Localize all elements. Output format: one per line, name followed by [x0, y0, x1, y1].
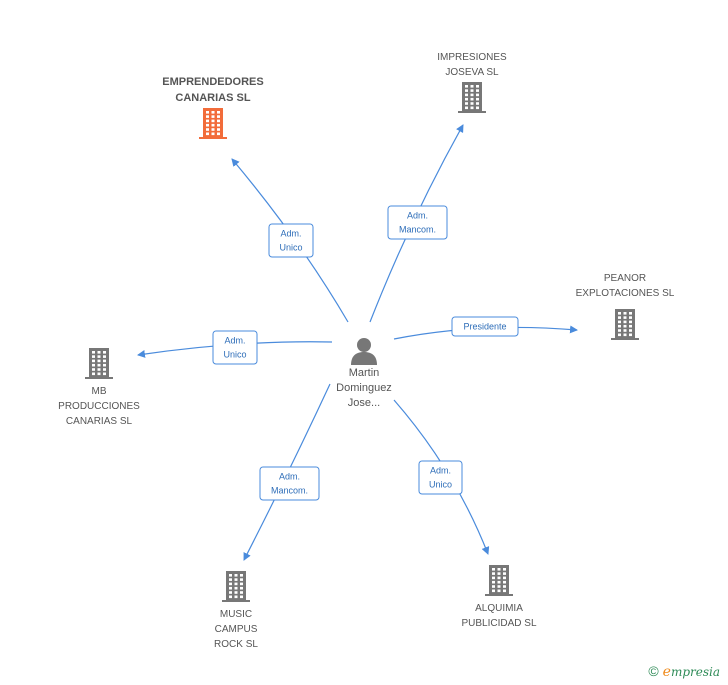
relation-label-text: Adm. [280, 229, 301, 239]
building-icon [611, 309, 639, 340]
relation-label-text: Unico [279, 243, 302, 253]
company-name: ALQUIMIA PUBLICIDAD SL [461, 603, 537, 629]
building-icon [485, 565, 513, 596]
relation-label-text: Mancom. [271, 486, 308, 496]
company-node-impresiones[interactable]: IMPRESIONES JOSEVA SL [397, 50, 547, 114]
building-icon [85, 348, 113, 379]
company-name: MUSIC CAMPUS ROCK SL [214, 609, 258, 650]
company-node-alquimia[interactable]: ALQUIMIA PUBLICIDAD SL [424, 563, 574, 631]
company-node-mb[interactable]: MB PRODUCCIONES CANARIAS SL [24, 346, 174, 429]
relation-label-text: Adm. [407, 211, 428, 221]
person-icon [351, 338, 377, 365]
relation-label-text: Unico [223, 350, 246, 360]
relation-label-box [259, 466, 320, 501]
relation-label-box [268, 223, 314, 258]
brand-name: mpresia [670, 665, 720, 679]
building-icon [458, 82, 486, 113]
relation-label-peanor[interactable]: Presidente [451, 316, 519, 337]
relation-label-box [387, 205, 448, 240]
copyright-icon: © [648, 663, 659, 679]
company-name: MB PRODUCCIONES CANARIAS SL [58, 386, 140, 427]
relation-label-mb[interactable]: Adm. Unico [212, 330, 258, 365]
person-name: Martin Dominguez Jose... [336, 367, 392, 409]
building-icon [222, 571, 250, 602]
relation-label-box [212, 330, 258, 365]
company-node-music[interactable]: MUSIC CAMPUS ROCK SL [161, 569, 311, 652]
company-name: IMPRESIONES JOSEVA SL [437, 52, 507, 78]
footer-credit: ©empresia [648, 663, 720, 680]
relation-label-impresiones[interactable]: Adm. Mancom. [387, 205, 448, 240]
person-node[interactable]: Martin Dominguez Jose... [289, 336, 439, 411]
company-name: EMPRENDEDORES CANARIAS SL [162, 76, 264, 104]
relation-label-alquimia[interactable]: Adm. Unico [418, 460, 463, 495]
relation-label-box [451, 316, 519, 337]
relation-label-text: Presidente [463, 322, 506, 332]
relation-label-emprendedores[interactable]: Adm. Unico [268, 223, 314, 258]
relation-label-text: Adm. [224, 336, 245, 346]
relation-label-text: Adm. [279, 472, 300, 482]
relation-label-text: Adm. [430, 466, 451, 476]
company-name: PEANOR EXPLOTACIONES SL [575, 273, 675, 299]
relation-label-box [418, 460, 463, 495]
brand-initial: e [662, 664, 671, 680]
relation-label-text: Unico [429, 480, 452, 490]
company-node-peanor[interactable]: PEANOR EXPLOTACIONES SL [550, 271, 700, 341]
relation-label-text: Mancom. [399, 225, 436, 235]
building-icon [199, 108, 227, 139]
relation-label-music[interactable]: Adm. Mancom. [259, 466, 320, 501]
company-node-emprendedores[interactable]: EMPRENDEDORES CANARIAS SL [138, 74, 288, 140]
